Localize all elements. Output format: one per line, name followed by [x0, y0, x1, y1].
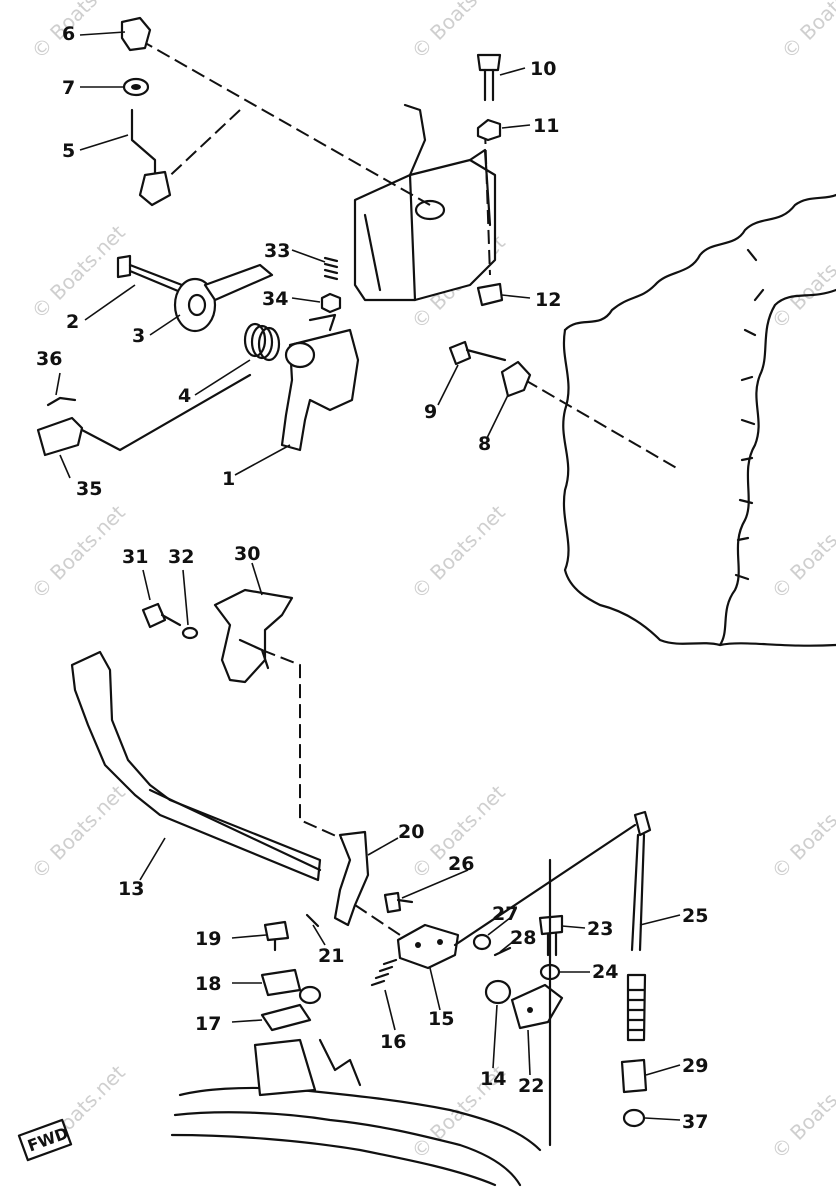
part-34-nut	[320, 292, 342, 314]
part-22-plate	[510, 983, 564, 1030]
part-3-lever-plate	[173, 263, 274, 333]
label-20: 20	[398, 821, 424, 843]
label-25: 25	[682, 905, 708, 927]
watermark-text: © Boats.net	[27, 220, 130, 323]
label-28: 28	[510, 927, 536, 949]
part-29-sleeve	[620, 1058, 648, 1094]
label-19: 19	[195, 928, 221, 950]
part-9-screw	[448, 340, 507, 366]
label-22: 22	[518, 1075, 544, 1097]
bottom-cowling-outline	[170, 858, 552, 1187]
part-14-knob	[484, 979, 512, 1005]
part-21-pin	[305, 913, 320, 928]
fwd-marker: FWD	[17, 1118, 73, 1162]
part-25-rod	[626, 810, 652, 1042]
watermark-text: © Boats.net	[27, 780, 130, 883]
part-20-link-arm	[333, 830, 370, 927]
part-27-nut	[472, 933, 492, 951]
label-5: 5	[62, 140, 75, 162]
label-4: 4	[178, 385, 191, 407]
watermark-text: © Boats.net	[27, 500, 130, 603]
watermark-text: © Boats.net	[27, 0, 130, 64]
part-31-screw	[141, 602, 182, 629]
part-36-clip	[46, 396, 77, 407]
label-14: 14	[480, 1068, 506, 1090]
label-35: 35	[76, 478, 102, 500]
part-8-collar	[500, 360, 532, 398]
watermark-text: © Boats.net	[767, 1060, 836, 1163]
engine-block-outline	[562, 193, 836, 647]
label-21: 21	[318, 945, 344, 967]
label-7: 7	[62, 77, 75, 99]
watermark-text: © Boats.net	[767, 230, 836, 333]
part-19-bolt	[263, 920, 290, 952]
label-13: 13	[118, 878, 144, 900]
label-18: 18	[195, 973, 221, 995]
label-9: 9	[424, 401, 437, 423]
watermark-text: © Boats.net	[767, 500, 836, 603]
label-3: 3	[132, 325, 145, 347]
label-8: 8	[478, 433, 491, 455]
label-31: 31	[122, 546, 148, 568]
label-34: 34	[262, 288, 288, 310]
label-15: 15	[428, 1008, 454, 1030]
part-16-spring	[370, 958, 398, 987]
part-6-clip	[120, 16, 152, 52]
label-2: 2	[66, 311, 79, 333]
label-10: 10	[530, 58, 556, 80]
label-29: 29	[682, 1055, 708, 1077]
part-32-washer	[181, 626, 199, 640]
label-36: 36	[36, 348, 62, 370]
label-23: 23	[587, 918, 613, 940]
label-26: 26	[448, 853, 474, 875]
part-30-bracket	[213, 588, 294, 684]
label-27: 27	[492, 903, 518, 925]
guide-line-30-20	[261, 649, 346, 841]
watermark-text: © Boats.net	[407, 500, 510, 603]
leader-lines	[55, 31, 681, 1121]
part-17-clip	[260, 985, 322, 1032]
label-16: 16	[380, 1031, 406, 1053]
part-5-link-rod	[130, 108, 172, 207]
label-11: 11	[533, 115, 559, 137]
label-6: 6	[62, 23, 75, 45]
label-24: 24	[592, 961, 618, 983]
label-37: 37	[682, 1111, 708, 1133]
part-35-joint	[36, 373, 252, 457]
label-12: 12	[535, 289, 561, 311]
label-33: 33	[264, 240, 290, 262]
part-37-nut	[622, 1108, 646, 1128]
part-33-spring	[323, 256, 339, 281]
label-32: 32	[168, 546, 194, 568]
guide-lines-upper	[139, 39, 681, 471]
part-18-clip	[260, 968, 302, 997]
part-28-pin	[493, 946, 512, 957]
label-1: 1	[222, 468, 235, 490]
label-17: 17	[195, 1013, 221, 1035]
part-4-spring	[243, 322, 281, 362]
part-1-throttle-lever	[280, 313, 360, 452]
part-26-pin	[383, 891, 414, 914]
part-7-washer	[122, 77, 150, 97]
part-12-cap	[476, 282, 504, 307]
part-10-bolt	[476, 53, 502, 102]
part-13-tiller-handle	[70, 650, 322, 882]
watermark-text: © Boats.net	[777, 0, 836, 64]
label-30: 30	[234, 543, 260, 565]
guide-line-25	[453, 823, 637, 947]
part-15-block	[396, 923, 460, 970]
watermark-text: © Boats.net	[767, 780, 836, 883]
part-labels: 6 7 5 2 3 4 36 35 1 33 34 10 11 12 9 8 3…	[36, 23, 708, 1133]
part-11-nut	[476, 118, 502, 142]
